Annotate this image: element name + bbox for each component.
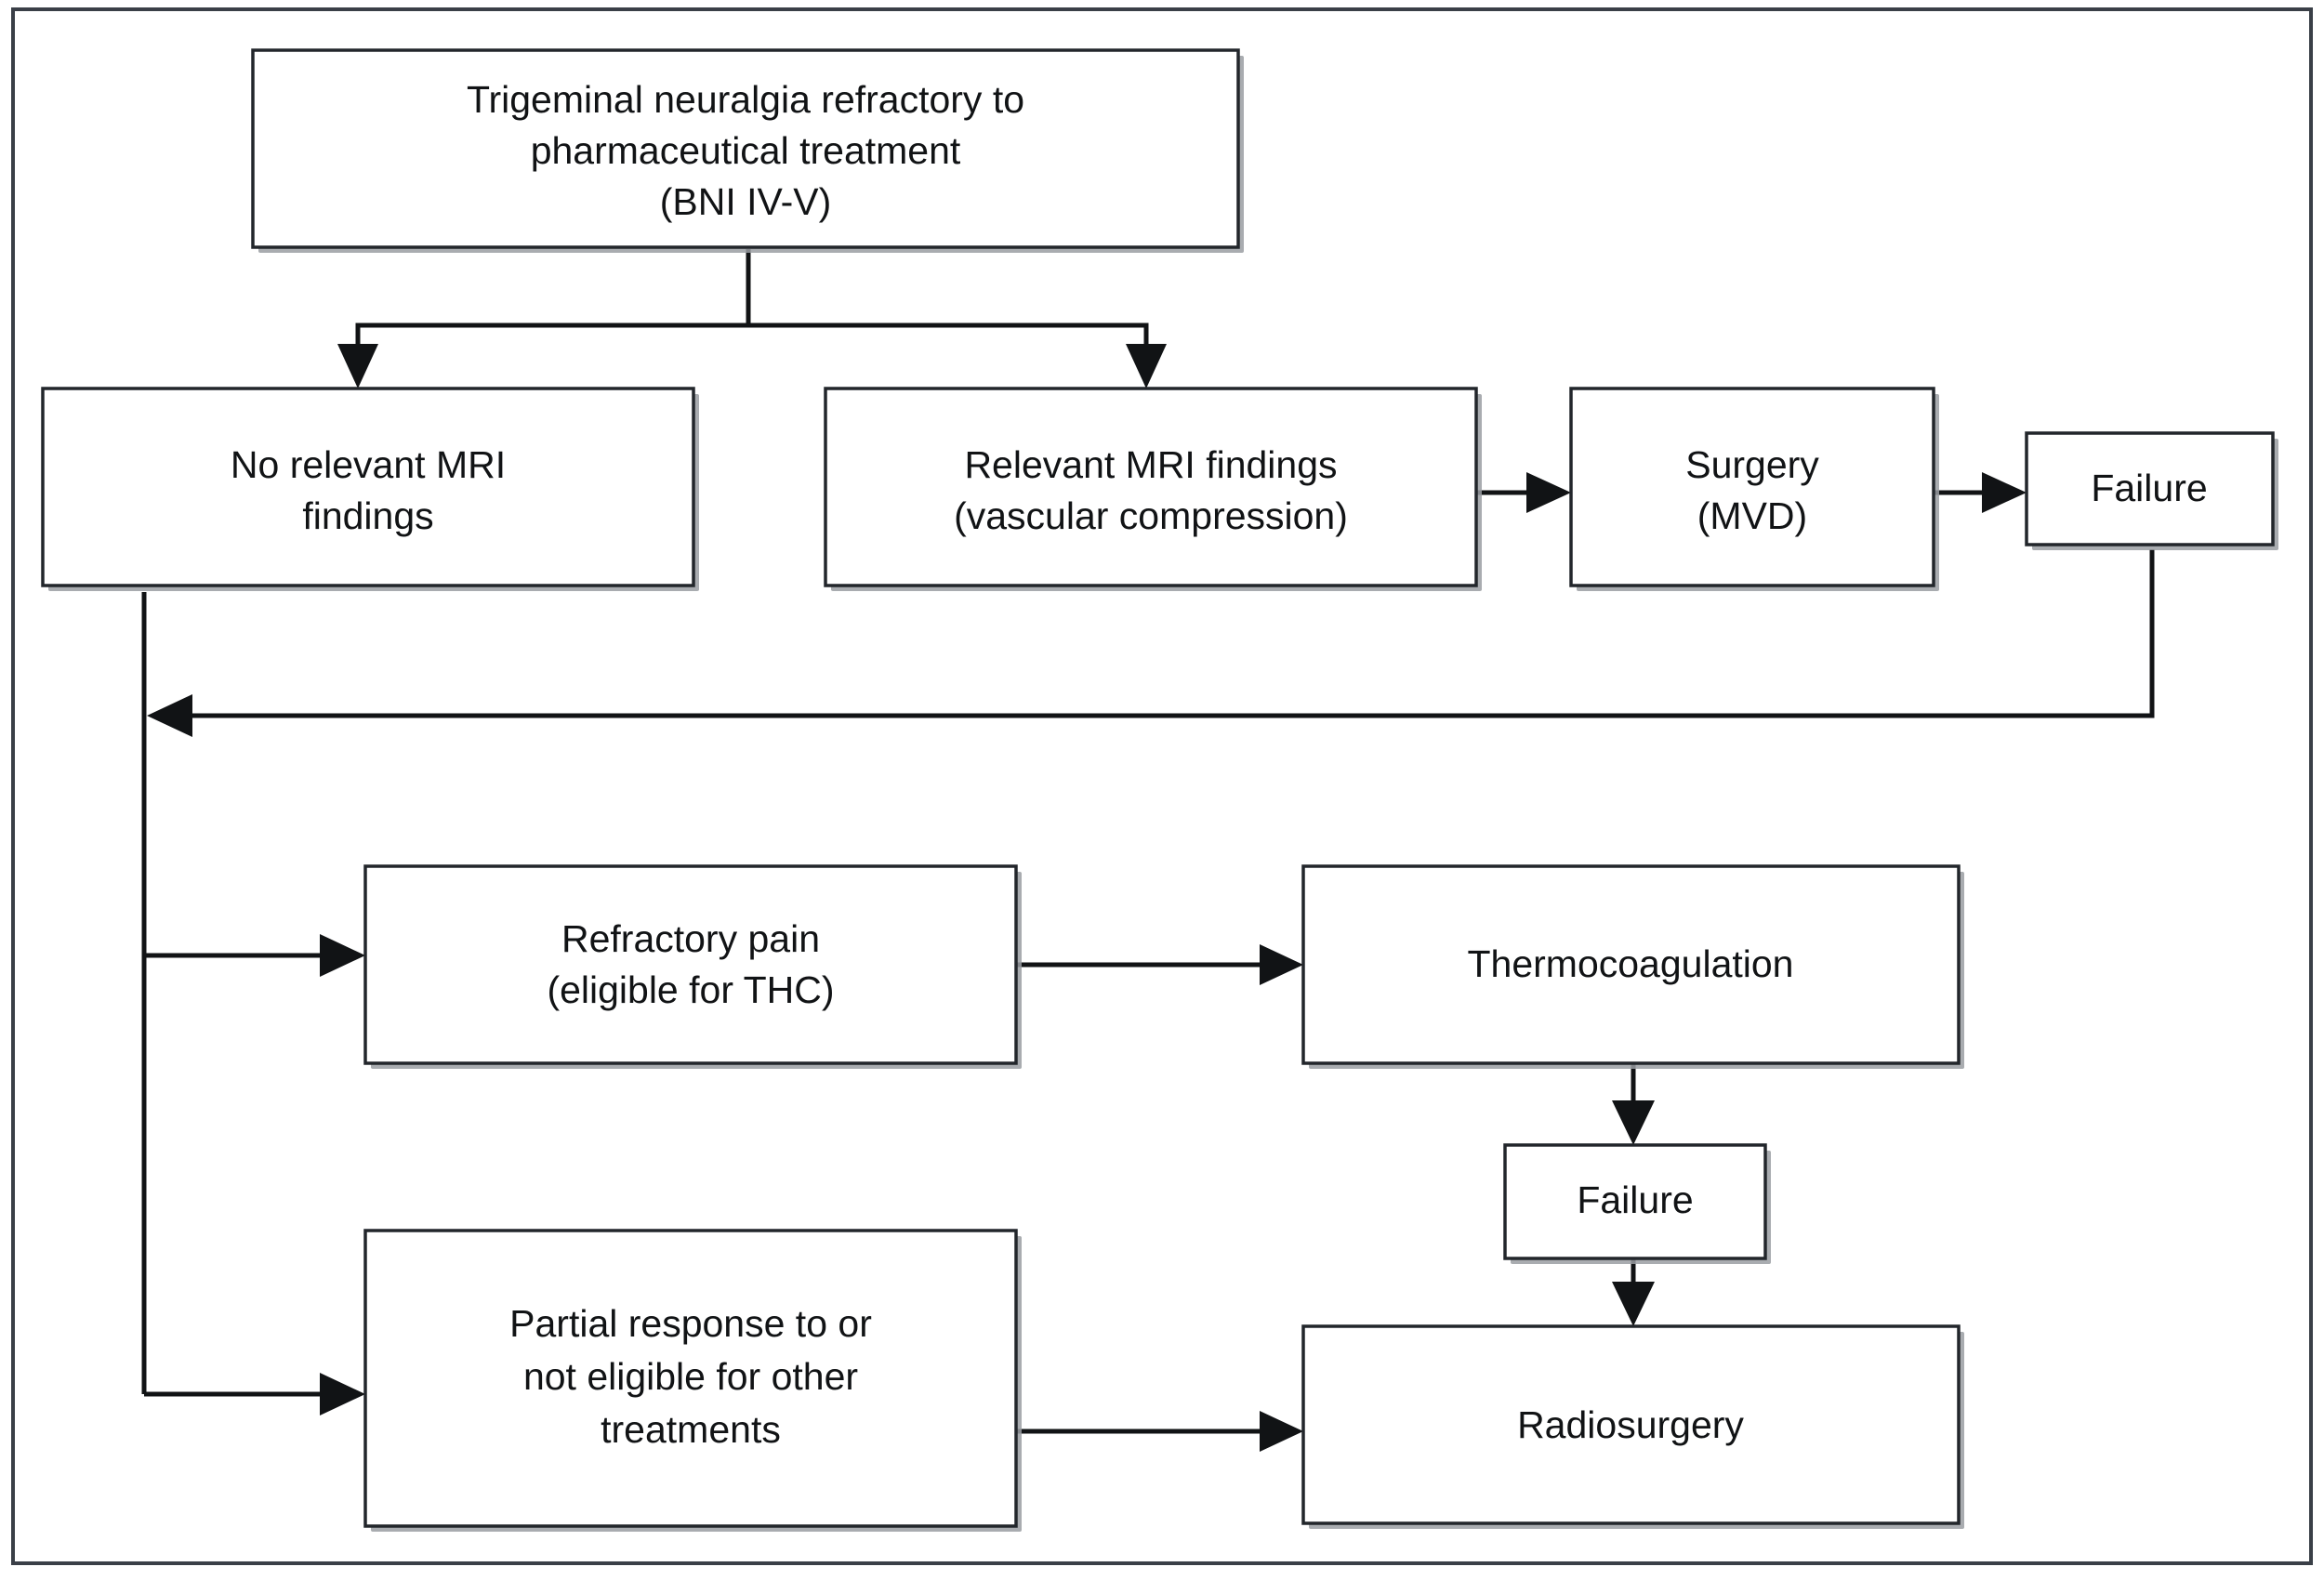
edge-thermo-failure [1612,1064,1655,1145]
arrowhead-to-relevant-mri [1126,344,1167,388]
edge-failure-radiosurgery [1612,1259,1655,1326]
arrowhead-to-thermocoagulation [1260,944,1303,985]
node-thermocoagulation[interactable]: Thermocoagulation [1301,864,1964,1069]
arrowhead-to-surgery [1526,472,1571,513]
node-radiosurgery-label: Radiosurgery [1517,1403,1744,1446]
node-partial-response[interactable]: Partial response to or not eligible for … [363,1229,1022,1532]
arrowhead-to-failure-surgery [1982,472,2027,513]
edge-root-split [337,249,1167,388]
edge-nomri-trunk [141,592,365,1415]
edge-relevantmri-surgery [1476,472,1571,513]
arrowhead-to-refractory-pain [320,934,365,977]
edge-refractory-thermo [1017,944,1303,985]
arrowhead-feedback-left [147,694,192,737]
outer-frame [11,7,2313,1565]
node-relevant-mri-findings[interactable]: Relevant MRI findings (vascular compress… [824,387,1482,591]
node-relevant-mri-line1: Relevant MRI findings [964,443,1337,486]
node-refractory-pain[interactable]: Refractory pain (eligible for THC) [363,864,1022,1069]
node-failure-after-thermo[interactable]: Failure [1503,1143,1771,1264]
node-surgery-mvd[interactable]: Surgery (MVD) [1569,387,1939,591]
node-partial-line3: treatments [601,1408,781,1451]
node-surgery-line1: Surgery [1685,443,1819,486]
node-partial-line1: Partial response to or [509,1302,872,1345]
node-refractory-line1: Refractory pain [561,917,820,960]
node-root-line2: pharmaceutical treatment [531,129,961,172]
arrowhead-to-failure-thermo [1612,1100,1655,1145]
node-surgery-line2: (MVD) [1697,494,1807,537]
node-root-line1: Trigeminal neuralgia refractory to [467,78,1024,121]
node-no-mri-findings[interactable]: No relevant MRI findings [41,387,699,591]
arrowhead-to-radiosurgery-right [1260,1411,1303,1452]
node-no-mri-line1: No relevant MRI [231,443,506,486]
node-failure-surgery-label: Failure [2091,467,2207,509]
node-thermocoagulation-label: Thermocoagulation [1468,942,1794,985]
node-partial-line2: not eligible for other [523,1355,858,1398]
arrowhead-to-partial-response [320,1373,365,1415]
node-refractory-line2: (eligible for THC) [547,968,834,1011]
arrowhead-to-radiosurgery-down [1612,1282,1655,1326]
edge-partial-radiosurgery [1017,1411,1303,1452]
node-relevant-mri-line2: (vascular compression) [954,494,1348,537]
node-no-mri-line2: findings [302,494,433,537]
node-failure-thermo-label: Failure [1577,1178,1693,1221]
node-root[interactable]: Trigeminal neuralgia refractory to pharm… [251,48,1244,253]
node-root-line3: (BNI IV-V) [660,180,832,223]
arrowhead-to-no-mri [337,344,378,388]
node-radiosurgery[interactable]: Radiosurgery [1301,1324,1964,1529]
node-failure-after-surgery[interactable]: Failure [2025,431,2278,550]
edge-surgery-failure [1931,472,2027,513]
edge-failure-feedback [147,549,2155,737]
